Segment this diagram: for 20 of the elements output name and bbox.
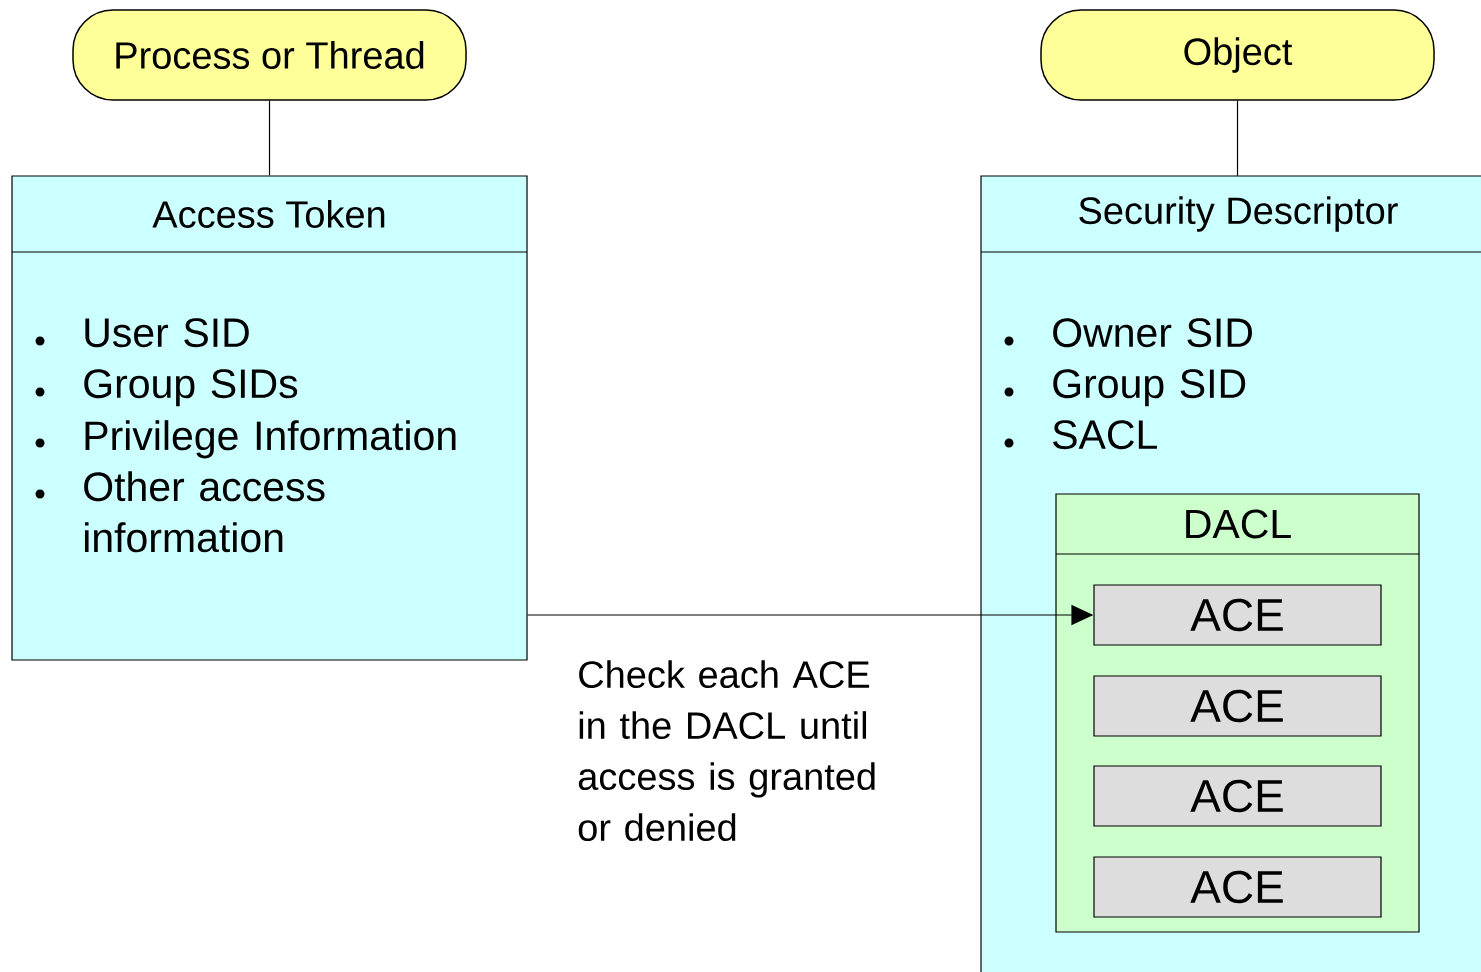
entry-box: ACE: [1093, 856, 1382, 918]
connector: [268, 100, 271, 176]
connector: [1236, 100, 1239, 177]
heading: Access Token: [152, 200, 385, 228]
list-item: Other access information: [84, 471, 325, 553]
heading: DACL: [1186, 509, 1291, 539]
list-item: SACL: [1053, 420, 1157, 450]
list-item: Group SIDs: [84, 369, 298, 407]
terminal-box: Object: [1040, 9, 1435, 101]
list-item: User SID: [85, 318, 249, 348]
entry-box: ACE: [1093, 584, 1382, 646]
panel-box: [11, 175, 528, 661]
entry-box: ACE: [1093, 675, 1382, 737]
list-item: Owner SID: [1053, 318, 1252, 348]
note-text: Check each ACE in the DACL until access is granted or denied: [578, 660, 875, 842]
list-item: Group SID: [1053, 369, 1246, 407]
heading: Security Descriptor: [1079, 196, 1398, 232]
terminal-box: Process or Thread: [72, 9, 467, 101]
list-item: Privilege Information: [85, 420, 456, 459]
entry-box: ACE: [1093, 765, 1382, 827]
